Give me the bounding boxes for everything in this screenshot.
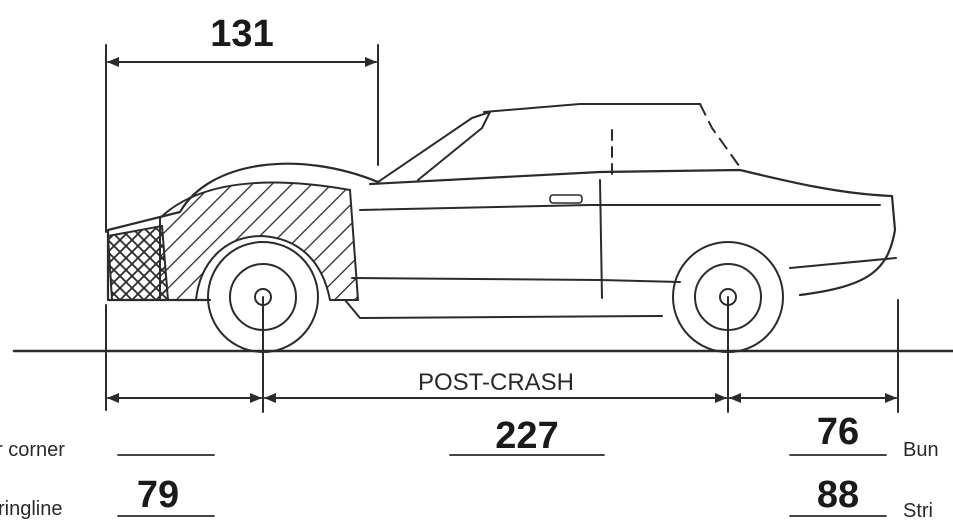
rear-stringline-value: 88	[817, 474, 859, 516]
post-crash-caption: POST-CRASH	[418, 369, 574, 396]
rear-corner-value: 76	[817, 411, 859, 453]
front-corner-label: r corner	[0, 439, 65, 461]
rear-stringline-label: Stri	[903, 500, 933, 522]
top-dimension: 131	[105, 13, 379, 233]
rear-corner-label: Bun	[903, 439, 939, 461]
wheelbase-value: 227	[495, 415, 558, 457]
vehicle-outline	[106, 103, 897, 353]
front-stringline-label: ringline	[0, 498, 62, 520]
front-stringline-value: 79	[137, 474, 179, 516]
extension-lines	[105, 296, 899, 413]
value-underlines	[117, 454, 887, 517]
top-dimension-value: 131	[210, 13, 273, 55]
